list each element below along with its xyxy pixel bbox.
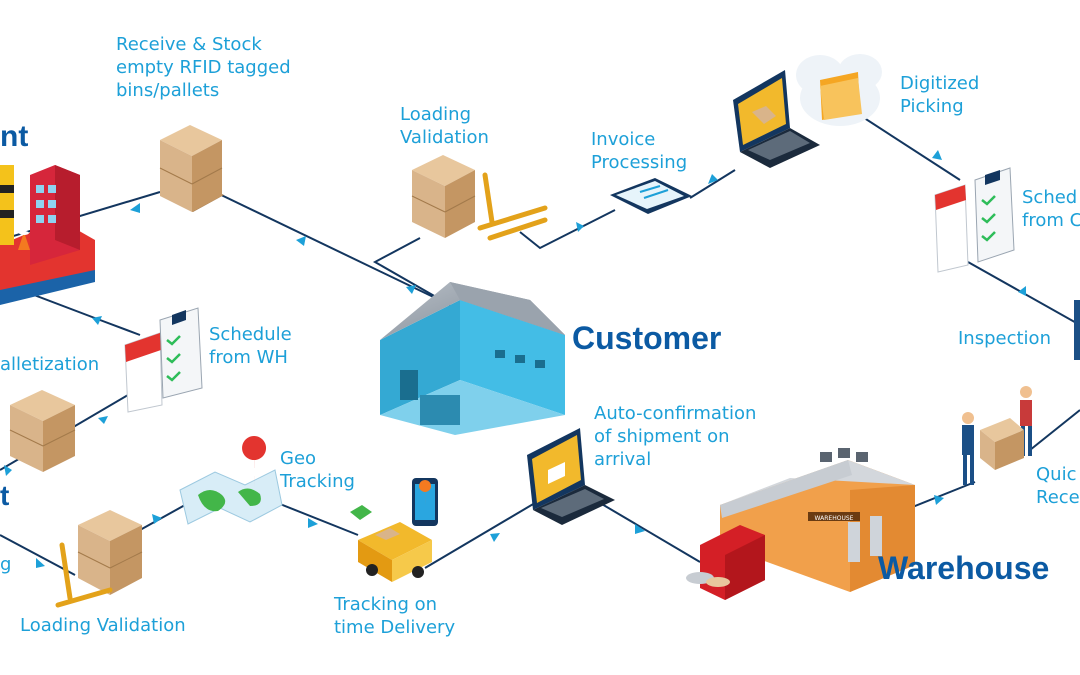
phone-location-icon bbox=[412, 478, 438, 526]
stacked-boxes-icon bbox=[9, 390, 76, 472]
arrow bbox=[932, 150, 942, 160]
line-warehouse-to-workers bbox=[904, 481, 976, 511]
cloud-folder-icon bbox=[796, 54, 882, 126]
stacked-boxes-icon bbox=[77, 510, 143, 595]
calendar-checklist-icon bbox=[124, 307, 203, 413]
flow-arrows bbox=[4, 150, 1026, 568]
stacked-boxes-icon bbox=[159, 125, 224, 212]
line-loading-to-customer bbox=[372, 237, 451, 306]
arrow bbox=[708, 174, 718, 184]
arrow bbox=[308, 518, 318, 528]
pallet-jack-icon bbox=[55, 542, 113, 608]
step-auto-confirmation: Auto-confirmation of shipment on arrival bbox=[594, 403, 757, 470]
line-laptop-to-tablet bbox=[689, 169, 736, 199]
delivery-truck-icon bbox=[350, 505, 432, 582]
step-geo-tracking: Geo Tracking bbox=[280, 448, 355, 492]
arrow bbox=[36, 558, 45, 568]
step-left-g: g bbox=[0, 554, 12, 575]
pallet-jack-icon bbox=[477, 172, 548, 241]
arrow bbox=[635, 524, 645, 534]
laptop-icon bbox=[527, 428, 615, 525]
step-schedule-right: Sched from C bbox=[1022, 187, 1080, 231]
arrow bbox=[576, 222, 584, 232]
step-quick-receiving: Quic Rece bbox=[1036, 464, 1080, 508]
arrow bbox=[130, 203, 140, 213]
step-tracking-delivery: Tracking on time Delivery bbox=[334, 594, 456, 638]
step-inspection: Inspection bbox=[958, 328, 1051, 349]
left-stub-heading: t bbox=[0, 480, 10, 511]
arrow bbox=[406, 285, 416, 294]
laptop-icon bbox=[733, 70, 820, 168]
line-loading-to-map bbox=[139, 504, 186, 531]
arrow bbox=[98, 416, 108, 424]
workers-icon bbox=[962, 300, 1080, 485]
line-tablet-to-jack bbox=[519, 209, 616, 250]
arrow bbox=[490, 533, 500, 542]
line-left-to-loading bbox=[0, 534, 76, 576]
calendar-checklist-icon bbox=[934, 167, 1015, 273]
warehouse-sign: WAREHOUSE bbox=[815, 515, 854, 522]
step-schedule-from-wh: Schedule from WH bbox=[209, 324, 292, 368]
line-truck-to-laptop bbox=[424, 499, 541, 569]
step-loading-validation-bottom: Loading Validation bbox=[20, 615, 186, 636]
arrow bbox=[296, 236, 306, 246]
warehouse-heading: Warehouse bbox=[878, 550, 1050, 586]
tablet-icon bbox=[610, 178, 692, 214]
step-invoice-processing: Invoice Processing bbox=[591, 129, 688, 173]
arrow bbox=[92, 316, 102, 325]
arrow bbox=[152, 514, 162, 524]
stacked-boxes-icon bbox=[411, 155, 476, 238]
line-map-to-truck bbox=[274, 501, 359, 536]
warehouse-building-icon: WAREHOUSE bbox=[720, 448, 915, 592]
arrow bbox=[934, 495, 944, 505]
map-pin-icon bbox=[179, 436, 283, 525]
customer-heading: Customer bbox=[572, 320, 722, 356]
step-palletization: alletization bbox=[0, 354, 100, 375]
step-loading-validation-top: Loading Validation bbox=[400, 104, 489, 148]
shipping-container-icon bbox=[686, 525, 765, 600]
step-receive-stock: Receive & Stock empty RFID tagged bins/p… bbox=[116, 34, 291, 101]
step-digitized-picking: Digitized Picking bbox=[900, 73, 980, 117]
arrow bbox=[4, 465, 12, 476]
line-laptop-to-warehouse bbox=[594, 499, 701, 563]
plant-heading: nt bbox=[0, 120, 29, 153]
arrow bbox=[1018, 286, 1026, 296]
warehouse-building-icon bbox=[380, 282, 565, 435]
factory-icon bbox=[0, 165, 95, 305]
line-cloud-to-schedule bbox=[854, 111, 961, 181]
line-workers-right bbox=[1029, 409, 1080, 451]
